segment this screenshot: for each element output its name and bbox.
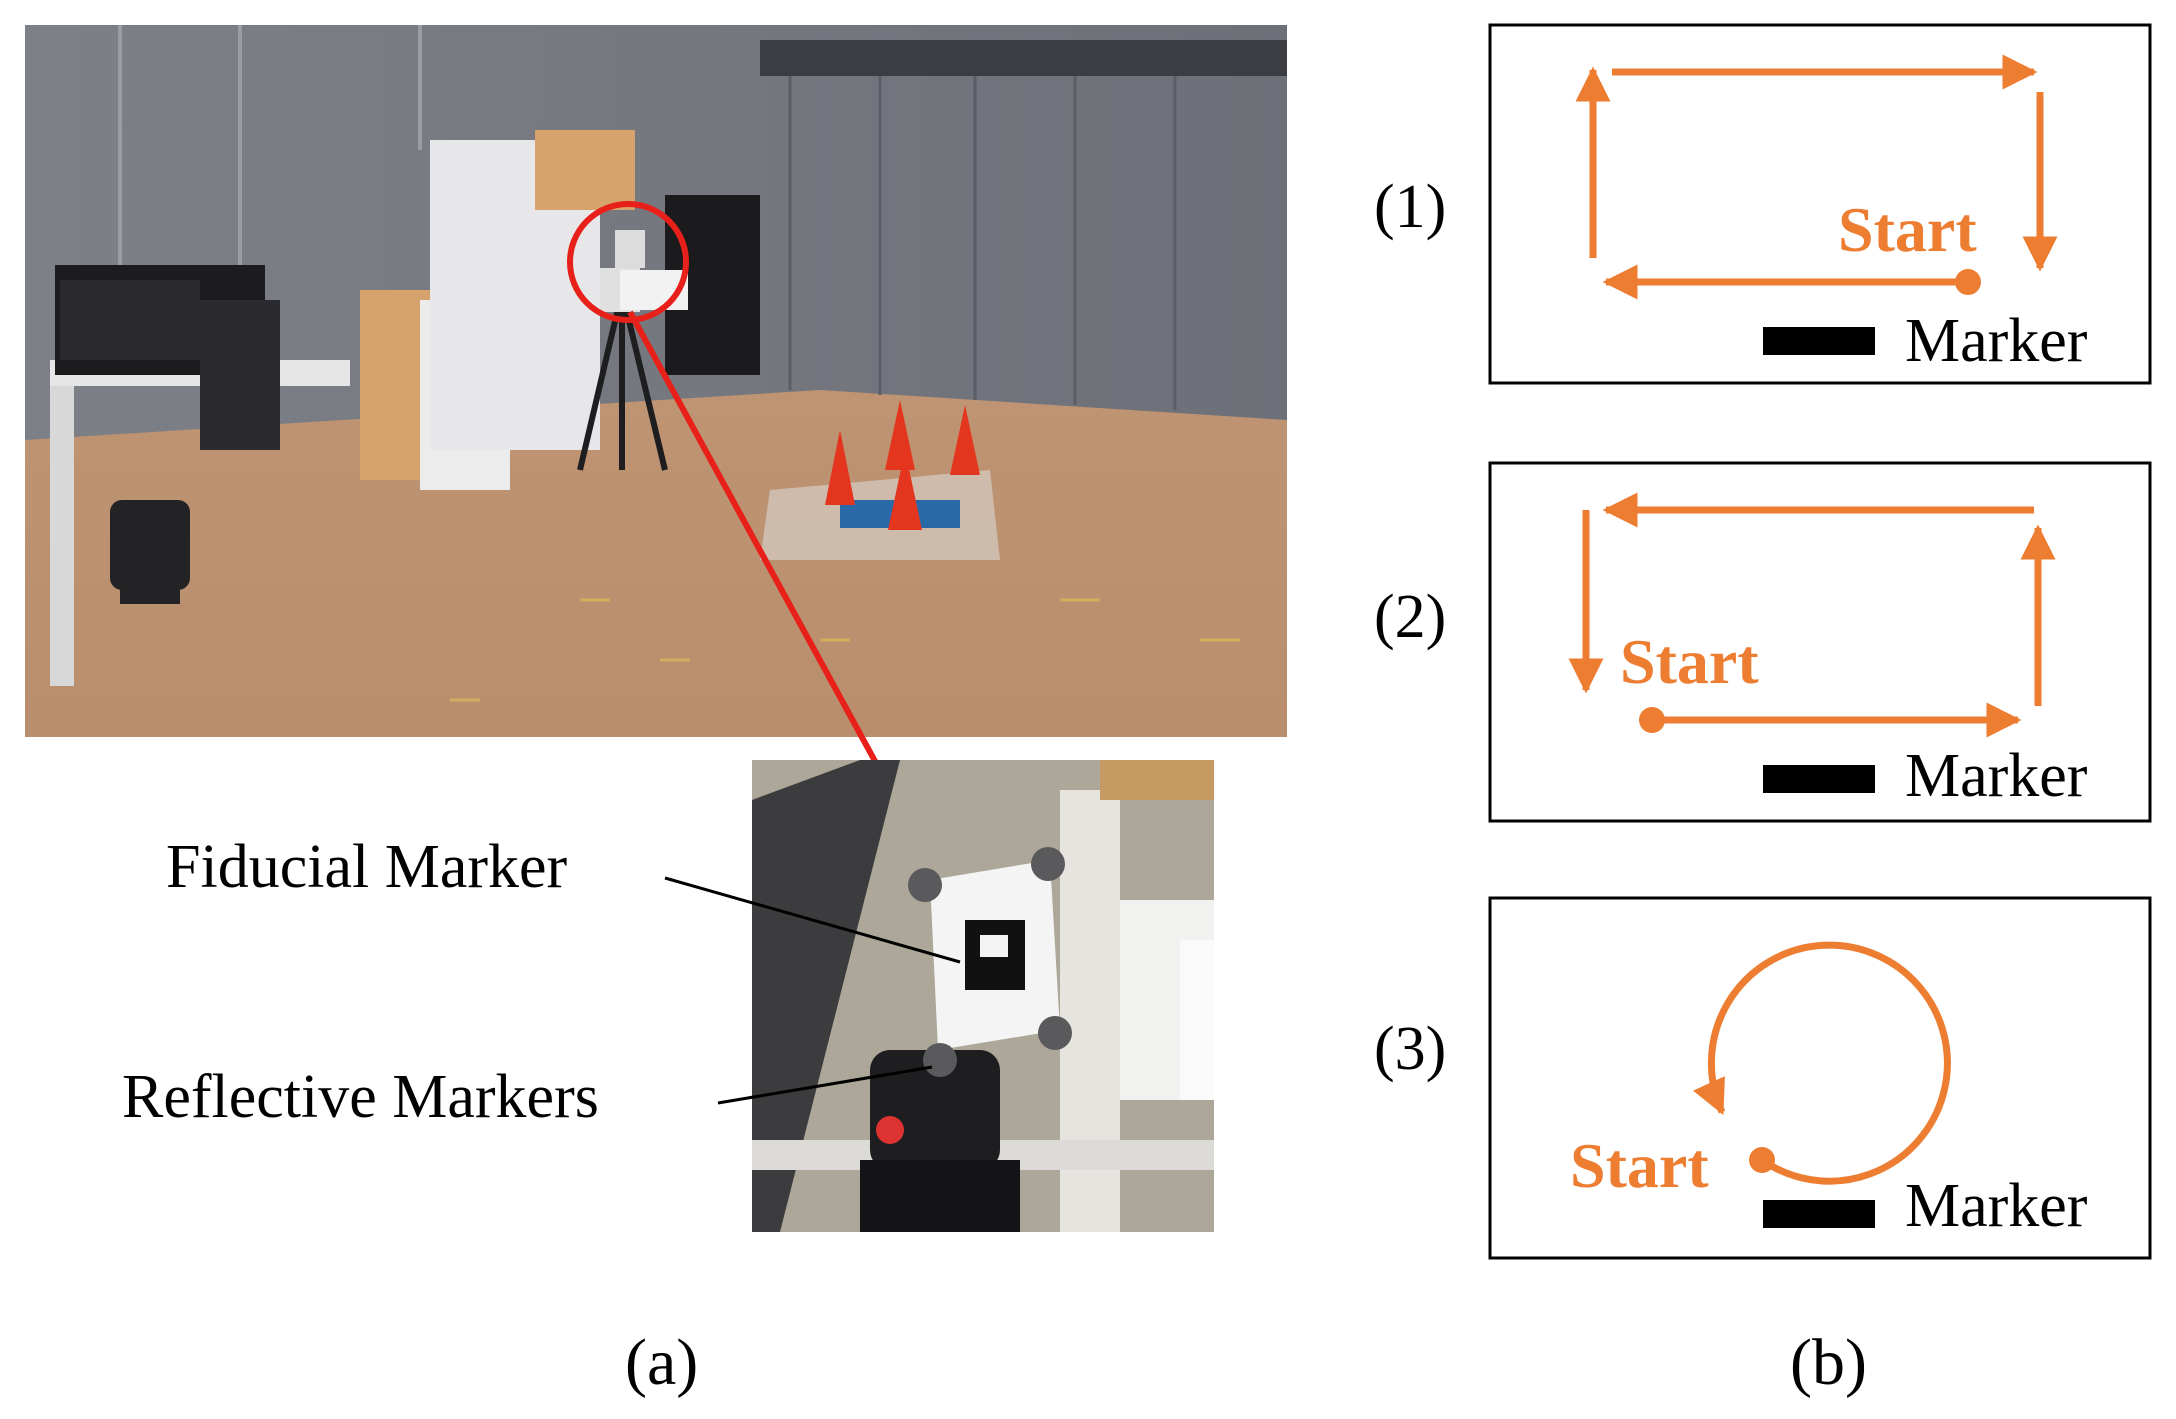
path-3-label: (3) bbox=[1374, 1015, 1447, 1083]
path-2-start-label: Start bbox=[1620, 626, 1759, 697]
panel-b-caption: (b) bbox=[1790, 1326, 1867, 1399]
path-3-start-label: Start bbox=[1570, 1130, 1709, 1201]
path-2-label: (2) bbox=[1374, 583, 1447, 651]
fiducial-marker-label: Fiducial Marker bbox=[166, 833, 568, 901]
path-2-marker-bar bbox=[1763, 765, 1875, 793]
path-box-3 bbox=[1488, 896, 2152, 1260]
path-1-start-label: Start bbox=[1838, 194, 1977, 265]
path-1-start-dot bbox=[1955, 269, 1981, 295]
fiducial-leader-line bbox=[664, 876, 961, 964]
path-1-marker-bar bbox=[1763, 327, 1875, 355]
path-3-marker-bar bbox=[1763, 1200, 1875, 1228]
path-1-label: (1) bbox=[1374, 173, 1447, 241]
lab-photo bbox=[25, 25, 1287, 737]
path-2-start-dot bbox=[1639, 707, 1665, 733]
path-box-2 bbox=[1488, 461, 2152, 823]
zoom-arrow bbox=[627, 310, 921, 843]
highlight-circle bbox=[567, 201, 689, 323]
path-2-trajectory bbox=[1568, 492, 2056, 738]
path-1-trajectory bbox=[1575, 54, 2058, 300]
path-1-marker-label: Marker bbox=[1905, 307, 2088, 375]
path-3-trajectory bbox=[1693, 941, 1951, 1185]
reflective-leader-line bbox=[717, 1065, 933, 1105]
path-3-start-dot bbox=[1749, 1147, 1775, 1173]
panel-a-caption: (a) bbox=[625, 1326, 699, 1399]
path-3-marker-label: Marker bbox=[1905, 1172, 2088, 1240]
marker-closeup-photo bbox=[752, 760, 1214, 1232]
path-2-marker-label: Marker bbox=[1905, 742, 2088, 810]
reflective-markers-label: Reflective Markers bbox=[122, 1063, 599, 1131]
path-box-1 bbox=[1488, 23, 2152, 385]
